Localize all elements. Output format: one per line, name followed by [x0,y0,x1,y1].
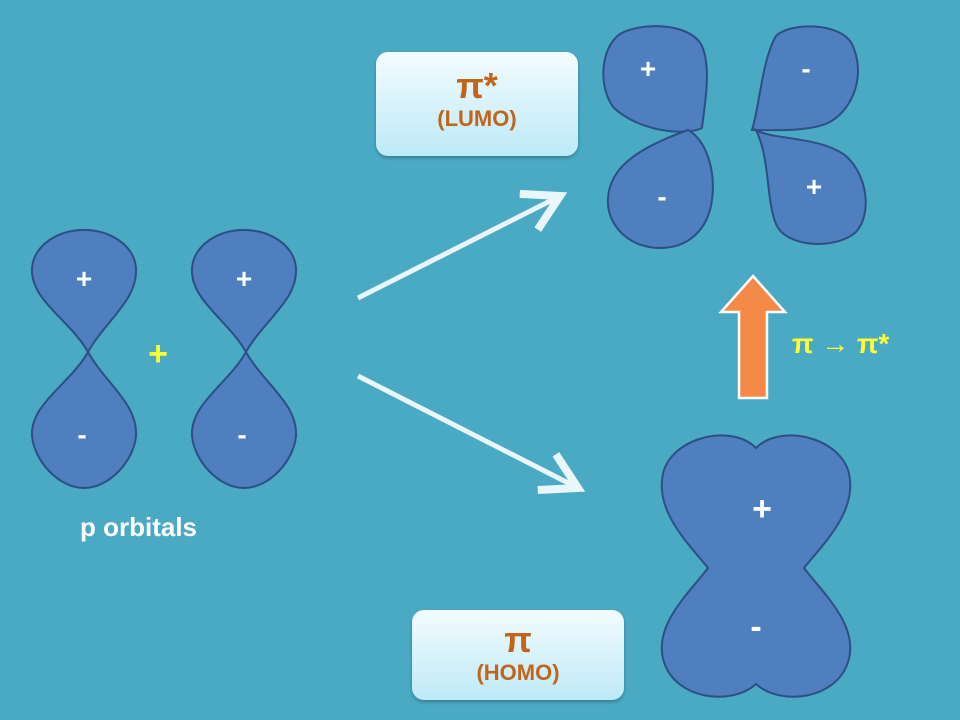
lumo-label: (LUMO) [437,106,517,131]
combine-plus-sign: + [148,335,168,373]
pi-top-sign: + [752,490,772,528]
p-orbital-right-bottom-sign: - [237,419,246,450]
homo-label: (HOMO) [476,660,560,685]
homo-symbol: π [504,619,532,660]
p-orbital-left [30,228,138,490]
pi-star-top-left-lobe [602,25,708,133]
transition-label: π → π* [792,328,890,359]
pi-star-bottom-left-sign: - [657,181,666,212]
p-orbital-right-bottom-lobe [190,349,298,490]
p-orbital-left-bottom-sign: - [77,419,86,450]
p-orbitals-caption: p orbitals [80,512,198,542]
pi-star-bottom-right-lobe [753,127,867,245]
p-orbital-left-bottom-lobe [30,349,138,490]
arrow-to-homo [356,373,586,494]
pi-star-top-right-lobe [750,25,859,132]
pi-star-top-left-sign: + [640,53,656,84]
lumo-label-box: π* (LUMO) [376,52,578,156]
pi-star-orbital [602,25,867,250]
p-orbital-left-top-sign: + [76,263,92,294]
pi-star-bottom-left-lobe [606,128,714,250]
arrow-to-lumo [356,189,568,301]
p-orbital-right-top-lobe [190,228,298,355]
p-orbital-right-top-sign: + [236,263,252,294]
transition-arrow [718,274,788,400]
p-orbital-right [190,228,298,490]
pi-star-top-right-sign: - [801,53,810,84]
pi-bonding-orbital [660,434,852,698]
p-orbital-left-top-lobe [30,228,138,355]
pi-bottom-sign: - [750,608,761,646]
homo-label-box: π (HOMO) [412,610,624,700]
lumo-symbol: π* [456,65,498,106]
pi-star-bottom-right-sign: + [806,171,822,202]
